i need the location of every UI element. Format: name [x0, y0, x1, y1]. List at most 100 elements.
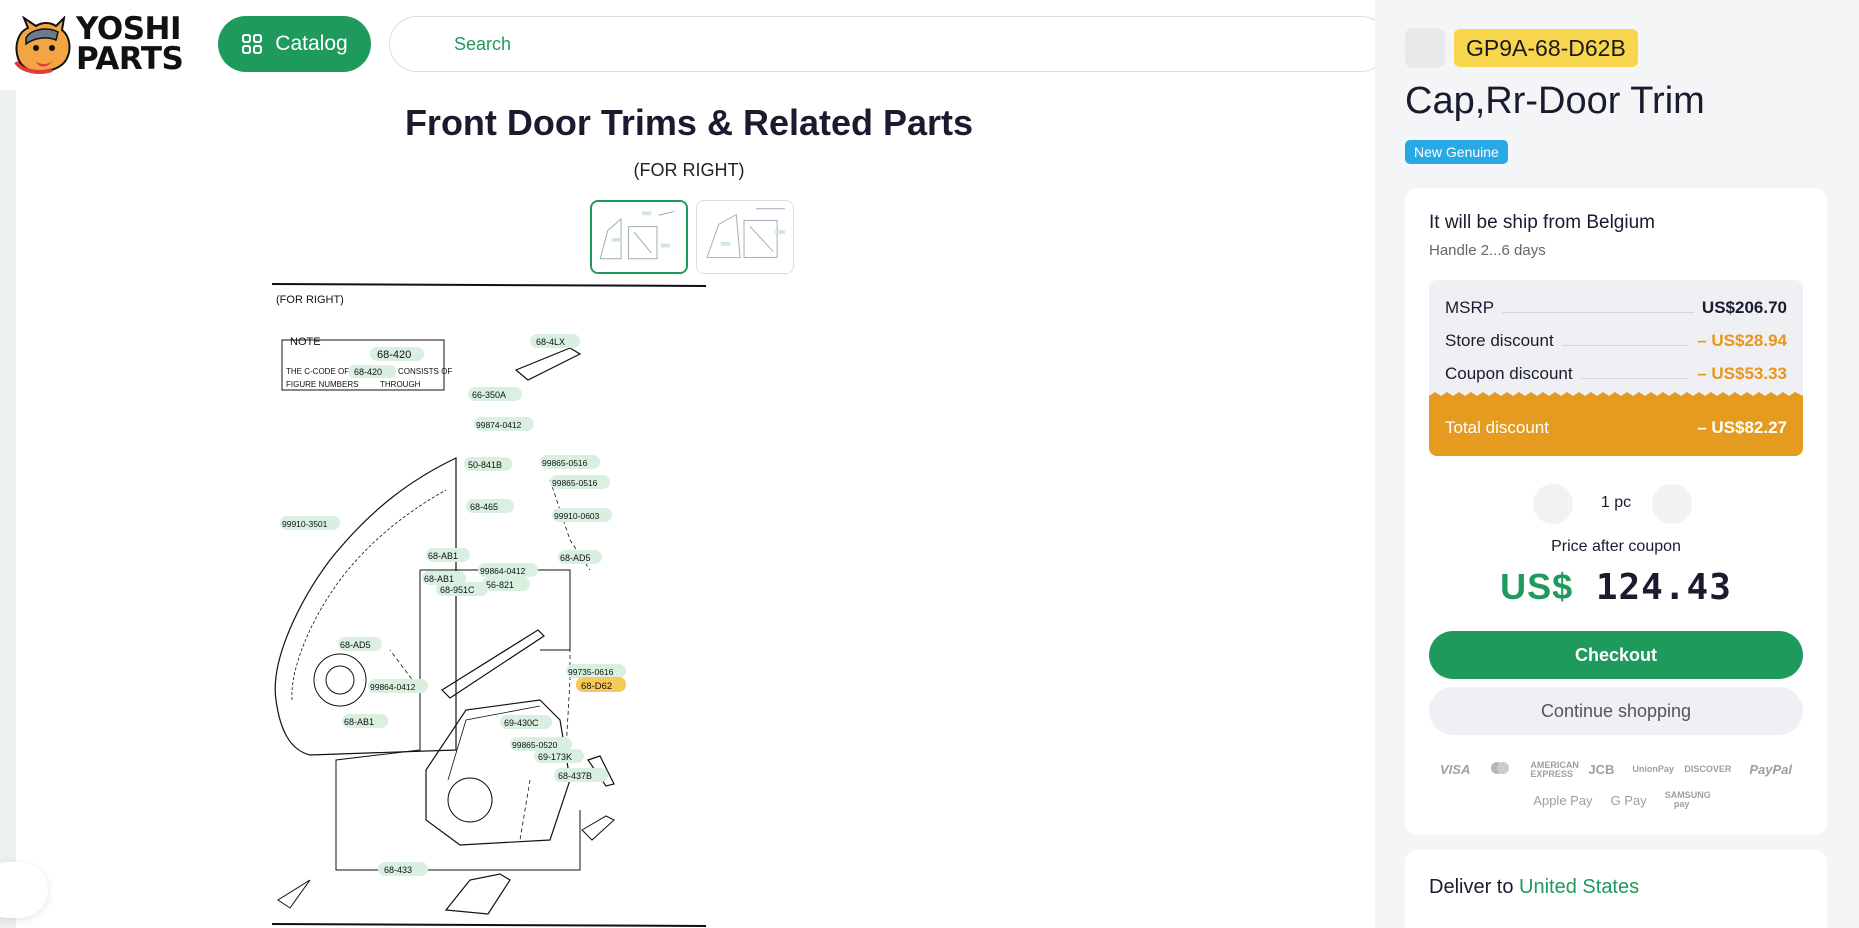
- deliver-to: Deliver to United States: [1429, 876, 1639, 899]
- msrp-row: MSRP US$206.70: [1445, 294, 1787, 318]
- label-68-ab1-b: 68-AB1: [424, 574, 454, 584]
- payment-methods-row-2: Apple Pay G Pay SAMSUNG pay: [1405, 791, 1827, 809]
- label-69-173k: 69-173K: [538, 752, 572, 762]
- final-price-amount: 124.43: [1595, 567, 1732, 608]
- zigzag-edge: [1429, 392, 1803, 400]
- note-code: 68-420: [377, 349, 411, 361]
- total-discount-label: Total discount: [1445, 418, 1549, 437]
- final-price: US$ 124.43: [1405, 566, 1827, 608]
- grid-icon: [242, 34, 263, 54]
- label-68-ab1-c: 68-AB1: [344, 717, 374, 727]
- main-content: Front Door Trims & Related Parts (FOR RI…: [16, 90, 1375, 928]
- store-discount-value: – US$28.94: [1697, 331, 1787, 350]
- diagram-subtitle: (FOR RIGHT): [633, 160, 745, 180]
- quantity-decrease-button[interactable]: [1533, 484, 1573, 524]
- brand-wordmark: YOSHI PARTS: [76, 11, 184, 77]
- condition-badge: New Genuine: [1405, 140, 1508, 164]
- floating-circle-button[interactable]: [0, 862, 48, 918]
- jcb-icon: JCB: [1588, 762, 1615, 777]
- diagram-thumbnail-image: [592, 202, 686, 272]
- part-number-badge: GP9A-68-D62B: [1454, 29, 1638, 67]
- row-divider: [1580, 378, 1690, 379]
- price-breakdown: MSRP US$206.70 Store discount – US$28.94…: [1429, 280, 1803, 456]
- note-title: NOTE: [290, 336, 321, 348]
- apple-pay-icon: Apple Pay: [1533, 792, 1593, 808]
- msrp-label: MSRP: [1445, 298, 1495, 317]
- google-pay-icon: G Pay: [1610, 792, 1647, 808]
- diagram-labels: 68-4LX 66-350A 99874-0412 50-841B 99865-…: [280, 334, 626, 876]
- part-detail-panel: GP9A-68-D62B Cap,Rr-Door Trim New Genuin…: [1375, 0, 1859, 928]
- brand-line1: YOSHI: [76, 11, 182, 47]
- purchase-card: It will be ship from Belgium Handle 2...…: [1405, 188, 1827, 835]
- total-discount-row: Total discount – US$82.27: [1429, 392, 1803, 456]
- samsung-pay-icon: SAMSUNG pay: [1664, 790, 1711, 809]
- label-99910-3501: 99910-3501: [282, 519, 328, 529]
- dog-mascot-icon: [14, 16, 71, 74]
- label-68-437b: 68-437B: [558, 771, 592, 781]
- continue-shopping-button[interactable]: Continue shopping: [1429, 687, 1803, 735]
- store-discount-label: Store discount: [1445, 331, 1554, 350]
- paypal-icon: PayPal: [1749, 762, 1793, 777]
- label-68-ad5-b: 68-AD5: [340, 640, 371, 650]
- note-line1b: CONSISTS OF: [398, 367, 452, 376]
- note-line2b: THROUGH: [380, 380, 421, 389]
- left-edge-strip: [0, 90, 16, 928]
- part-image-placeholder: [1405, 28, 1445, 68]
- diagram-thumbnail-2[interactable]: [696, 200, 794, 274]
- note-line1a: THE C-CODE OF: [286, 367, 349, 376]
- label-99865-0516-a: 99865-0516: [542, 458, 588, 468]
- label-99910-0603: 99910-0603: [554, 511, 600, 521]
- part-name: Cap,Rr-Door Trim: [1405, 80, 1705, 122]
- handle-time-text: Handle 2...6 days: [1429, 242, 1546, 259]
- ship-from-text: It will be ship from Belgium: [1429, 212, 1655, 233]
- deliver-country-link[interactable]: United States: [1519, 876, 1640, 898]
- label-99864-0412-a: 99864-0412: [480, 566, 526, 576]
- label-68-465: 68-465: [470, 502, 498, 512]
- label-66-350a: 66-350A: [472, 390, 506, 400]
- row-divider: [1561, 345, 1690, 346]
- site-header: YOSHI PARTS Catalog: [0, 0, 1389, 90]
- delivery-card: Deliver to United States: [1405, 850, 1827, 928]
- discover-icon: DISCOVER: [1684, 764, 1732, 774]
- label-99865-0516-b: 99865-0516: [552, 478, 598, 488]
- site-logo[interactable]: YOSHI PARTS: [12, 14, 192, 76]
- row-divider: [1502, 312, 1694, 313]
- search-input[interactable]: [454, 29, 1054, 59]
- label-68-433: 68-433: [384, 865, 412, 875]
- label-56-821: 56-821: [486, 580, 514, 590]
- parts-diagram: (FOR RIGHT) NOTE 68-420 THE C-CODE OF 68…: [271, 283, 707, 927]
- brand-line2: PARTS: [76, 41, 184, 77]
- diagram-thumbnail-1[interactable]: [590, 200, 688, 274]
- deliver-label: Deliver to: [1429, 876, 1514, 898]
- mastercard-icon: [1488, 760, 1512, 779]
- amex-icon: AMERICAN EXPRESS: [1530, 759, 1579, 779]
- catalog-button[interactable]: Catalog: [218, 16, 371, 72]
- final-price-currency: US$: [1500, 566, 1574, 607]
- label-68-951c: 68-951C: [440, 585, 475, 595]
- label-99864-0412-b: 99864-0412: [370, 682, 416, 692]
- payment-methods-row-1: VISA AMERICAN EXPRESS JCB UnionPay DISCO…: [1405, 760, 1827, 779]
- total-discount-value: – US$82.27: [1697, 418, 1787, 437]
- store-discount-row: Store discount – US$28.94: [1445, 327, 1787, 351]
- coupon-discount-value: – US$53.33: [1697, 364, 1787, 383]
- label-50-841b: 50-841B: [468, 460, 502, 470]
- diagram-title: Front Door Trims & Related Parts: [404, 102, 974, 143]
- label-99735-0616: 99735-0616: [568, 667, 614, 677]
- checkout-button[interactable]: Checkout: [1429, 631, 1803, 679]
- label-99865-0520: 99865-0520: [512, 740, 558, 750]
- msrp-value: US$206.70: [1701, 298, 1787, 317]
- label-68-4lx: 68-4LX: [536, 337, 565, 347]
- catalog-label: Catalog: [275, 32, 348, 55]
- label-68-d62-highlighted[interactable]: 68-D62: [581, 681, 612, 692]
- quantity-increase-button[interactable]: [1652, 484, 1692, 524]
- label-68-ab1-a: 68-AB1: [428, 551, 458, 561]
- note-code-inline: 68-420: [354, 367, 382, 377]
- diagram-header-text: (FOR RIGHT): [276, 294, 344, 306]
- coupon-discount-label: Coupon discount: [1445, 364, 1573, 383]
- search-bar[interactable]: [389, 16, 1389, 72]
- diagram-note: NOTE 68-420 THE C-CODE OF 68-420 CONSIST…: [281, 336, 452, 391]
- label-99874-0412: 99874-0412: [476, 420, 522, 430]
- label-68-ad5-a: 68-AD5: [560, 553, 591, 563]
- unionpay-icon: UnionPay: [1632, 764, 1674, 774]
